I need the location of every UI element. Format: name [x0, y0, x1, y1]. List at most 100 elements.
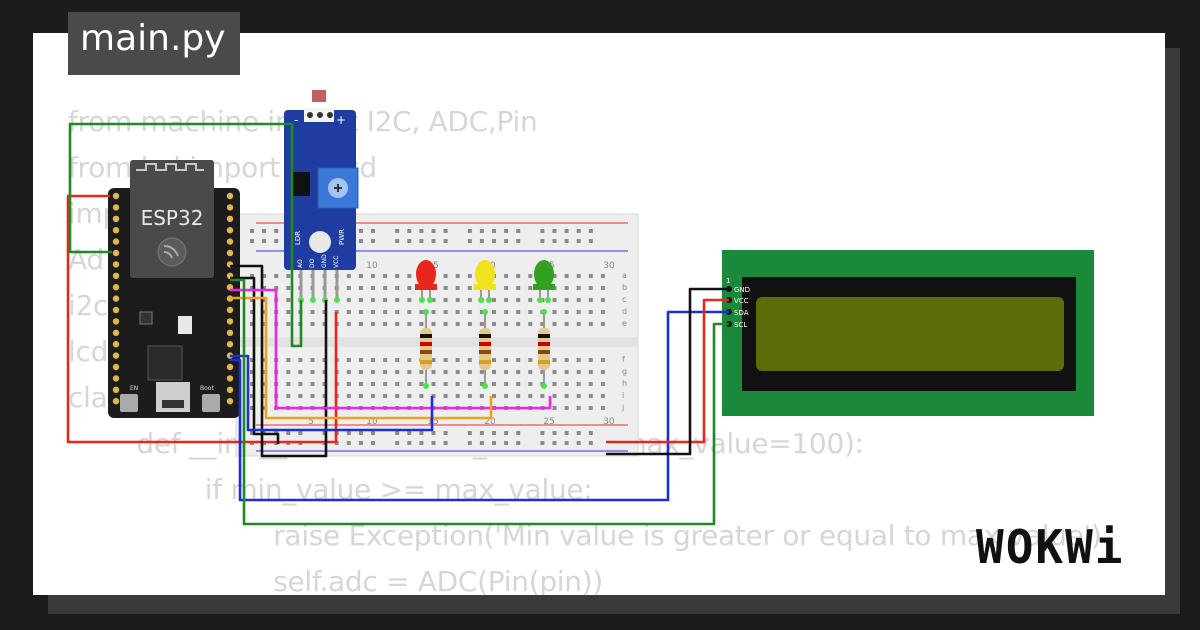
rail-hole	[479, 239, 484, 243]
rail-hole	[492, 239, 496, 243]
lcd-pin1-label: 1	[726, 277, 730, 285]
led-green-rim	[533, 284, 555, 290]
breadboard-hole	[383, 298, 388, 302]
breadboard-hole	[431, 322, 436, 326]
breadboard-hole	[492, 358, 496, 362]
wire-blue-led-red	[230, 354, 434, 432]
breadboard-hole	[588, 394, 593, 398]
breadboard-hole	[552, 274, 557, 278]
esp32-board[interactable]: ESP32 EN Boot	[108, 160, 240, 418]
breadboard-hole	[455, 358, 460, 362]
breadboard-hole	[431, 382, 436, 386]
led-red-icon[interactable]	[416, 260, 436, 288]
breadboard-hole	[552, 394, 557, 398]
breadboard-hole	[576, 382, 581, 386]
resistor-band	[538, 360, 550, 364]
esp32-usb-chip	[147, 345, 183, 381]
esp32-pin	[226, 249, 234, 257]
breadboard-hole	[310, 358, 315, 362]
breadboard-hole	[588, 358, 593, 362]
rail-hole	[395, 431, 400, 435]
breadboard-hole	[564, 370, 569, 374]
esp32-pin	[226, 398, 234, 405]
breadboard-hole	[419, 322, 424, 326]
breadboard-hole	[358, 322, 363, 326]
breadboard-hole	[298, 358, 303, 362]
rail-hole	[516, 441, 521, 445]
wire-black-lcd-gnd	[606, 287, 729, 456]
code-line: lcd	[68, 335, 109, 368]
led-connection	[537, 297, 543, 303]
resistor-icon[interactable]	[420, 328, 432, 370]
breadboard-hole	[552, 298, 557, 302]
breadboard-hole	[346, 298, 351, 302]
breadboard-hole	[407, 274, 412, 278]
breadboard-hole	[443, 298, 448, 302]
file-tab[interactable]: main.py	[68, 12, 240, 75]
row-letters: a b c d e f g h i j	[621, 271, 627, 412]
breadboard-hole	[600, 310, 605, 314]
esp32-module	[130, 160, 214, 278]
breadboard-hole	[250, 382, 254, 386]
breadboard-hole	[528, 310, 533, 314]
en-button[interactable]	[120, 394, 138, 412]
antenna-trace-icon	[136, 163, 204, 171]
wire-red-esp-vcc	[66, 194, 338, 444]
rail-hole	[250, 431, 254, 435]
breadboard-hole	[310, 382, 315, 386]
breadboard-hole	[371, 286, 375, 290]
breadboard-hole	[395, 310, 400, 314]
rail-hole	[467, 441, 472, 445]
lcd-screen	[756, 297, 1064, 371]
breadboard-hole	[516, 298, 521, 302]
usb-port-slot	[162, 400, 184, 408]
breadboard-hole	[395, 286, 400, 290]
lcd-display[interactable]: 1 GND VCC SDA SCL	[722, 250, 1094, 416]
breadboard-hole	[576, 322, 581, 326]
resistor-icon[interactable]	[479, 328, 491, 370]
breadboard-hole	[455, 298, 460, 302]
esp32-pin	[112, 329, 120, 336]
rail-hole	[516, 431, 521, 435]
breadboard-hole	[504, 382, 509, 386]
center-channel	[236, 337, 638, 347]
breadboard-hole	[371, 310, 375, 314]
led-group	[415, 260, 555, 389]
rail-hole	[540, 229, 545, 233]
ldr-module[interactable]: - + LDR PWR AO DO GND VCC	[284, 90, 359, 303]
breadboard-hole	[564, 394, 569, 398]
breadboard-hole	[286, 310, 291, 314]
ldr-minus-label: -	[294, 113, 298, 127]
breadboard-hole	[516, 274, 521, 278]
led-yellow-icon[interactable]	[475, 260, 495, 288]
breadboard-hole	[286, 370, 291, 374]
esp32-pin	[112, 249, 120, 257]
esp32-pin	[112, 295, 120, 302]
breadboard-hole	[395, 274, 400, 278]
rail-hole	[250, 229, 254, 233]
breadboard-hole	[467, 358, 472, 362]
breadboard-hole	[407, 358, 412, 362]
wire-magenta-led-green	[230, 288, 552, 410]
breadboard-hole	[479, 310, 484, 314]
esp32-pin	[112, 227, 120, 234]
breadboard-hole	[443, 358, 448, 362]
resistor-icon[interactable]	[538, 328, 550, 370]
breadboard-hole	[346, 310, 351, 314]
breadboard-hole	[455, 286, 460, 290]
rail-hole	[358, 239, 363, 243]
rail-hole	[371, 239, 375, 243]
breadboard-hole	[383, 310, 388, 314]
rail-hole	[588, 431, 593, 435]
breadboard-hole	[395, 394, 400, 398]
breadboard-hole	[322, 310, 327, 314]
rail-hole	[443, 239, 448, 243]
boot-button[interactable]	[202, 394, 220, 412]
breadboard-hole	[588, 382, 593, 386]
led-green-icon[interactable]	[534, 260, 554, 288]
resistor-connection	[482, 383, 488, 389]
breadboard-hole	[358, 286, 363, 290]
rail-hole	[371, 441, 375, 445]
code-line: self.adc = ADC(Pin(pin))	[170, 565, 603, 595]
esp32-pin	[226, 204, 234, 211]
